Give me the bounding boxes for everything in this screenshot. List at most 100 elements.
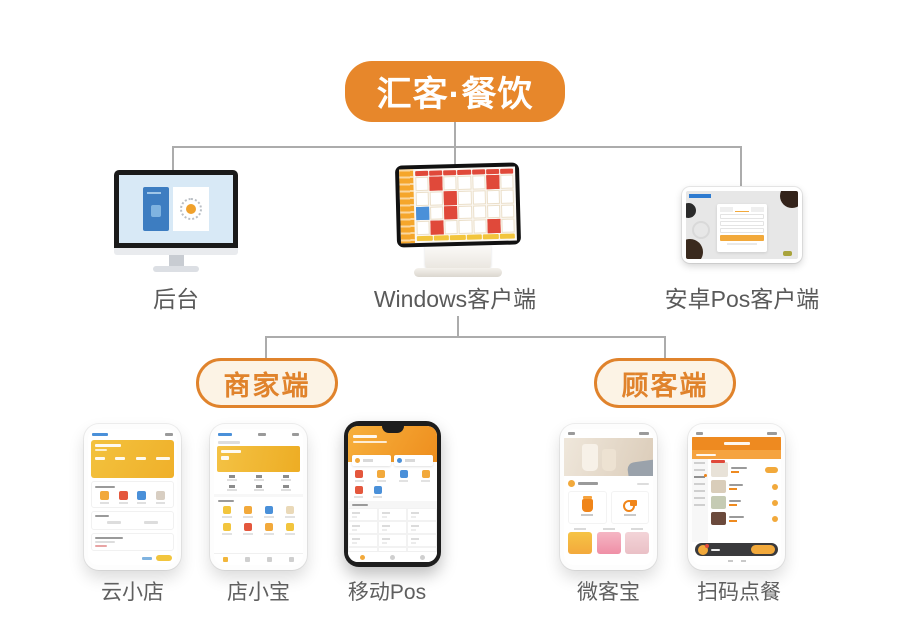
pos-top-chip [457, 169, 471, 175]
category-item [694, 504, 705, 506]
stat-cell [218, 475, 245, 481]
pager-row [692, 557, 781, 565]
function-icon-row-2 [348, 486, 437, 498]
feature-icon [259, 523, 280, 535]
action-icon [119, 491, 128, 504]
table-area-bar [348, 501, 437, 508]
mode-tab [352, 455, 391, 466]
product-photo [568, 532, 592, 554]
dish-meta [729, 483, 769, 490]
status-bar [88, 429, 177, 439]
product-item [568, 528, 592, 554]
revenue-banner [217, 446, 300, 472]
feature-grid [217, 506, 300, 535]
tablet-screen [686, 191, 798, 259]
pos-table-grid [415, 174, 515, 236]
pos-screen-content [399, 166, 517, 244]
pos-table-cell [487, 219, 501, 234]
pos-bottom-chip [433, 235, 449, 241]
time-text [696, 431, 703, 435]
dashboard-blue-card [143, 187, 169, 231]
category-item [694, 462, 705, 464]
android-pos-illustration [682, 187, 802, 263]
function-icon [377, 470, 386, 482]
cloud-store-label: 云小店 [101, 581, 164, 604]
pos-table-cell [472, 204, 487, 219]
pos-table-cell [429, 191, 444, 206]
backend-label: 后台 [153, 286, 199, 312]
dish-item [711, 480, 778, 493]
category-item [694, 469, 705, 471]
action-icon [100, 491, 109, 504]
service-cards [568, 491, 649, 524]
dish-item [711, 496, 778, 509]
status-icons [165, 432, 173, 436]
dashboard-white-card [173, 187, 209, 231]
action-icon-row [95, 491, 170, 504]
customer-group-pill: 顾客端 [594, 358, 736, 408]
dish-name [729, 499, 741, 502]
header-subtitle [353, 441, 387, 443]
pos-bottom-chip [482, 233, 499, 240]
weikebao-label: 微客宝 [577, 581, 640, 604]
section-title [95, 486, 115, 488]
card-stats-row [95, 457, 170, 460]
monitor-screen [119, 175, 233, 243]
cloth-photo [626, 458, 653, 476]
link-text [142, 556, 152, 560]
drink-cup-icon [581, 496, 593, 512]
nav-dot [419, 554, 425, 560]
login-tab [720, 206, 734, 212]
login-tab [735, 206, 749, 212]
cloud-store-phone-illustration [84, 424, 181, 570]
report-section [91, 511, 174, 530]
action-icon [156, 491, 165, 504]
category-item [694, 483, 705, 485]
feature-icon [217, 523, 238, 535]
order-section [91, 533, 174, 551]
pos-table-cell [430, 205, 444, 220]
function-icon [421, 470, 430, 482]
report-stat [144, 521, 159, 524]
banner-title [221, 450, 241, 453]
checkout-button [751, 545, 775, 554]
dish-photo [711, 512, 726, 525]
category-item [694, 497, 705, 499]
pos-table-cell [501, 218, 515, 233]
pos-table-cell [457, 175, 472, 190]
dish-photo [711, 460, 728, 477]
login-tabs [720, 206, 764, 212]
pos-table-cell [443, 190, 458, 205]
scan-order-label: 扫码点餐 [697, 581, 781, 604]
mode-tab [394, 455, 433, 466]
weikebao-phone-illustration [560, 424, 657, 570]
pager-left-icon [727, 560, 733, 562]
product-photo [625, 532, 649, 554]
cart-total [711, 548, 720, 551]
pos-top-chip [443, 170, 457, 176]
store-avatar [568, 480, 575, 487]
product-row [568, 528, 649, 554]
feature-icon [238, 506, 259, 518]
login-card [717, 203, 767, 252]
pos-table-cell [444, 205, 458, 220]
table-cell [377, 508, 408, 521]
table-cell [348, 534, 378, 547]
store-meta [637, 482, 649, 485]
pos-table-cell [444, 220, 459, 235]
pos-table-cell [500, 204, 515, 219]
tab-item [267, 557, 273, 562]
stat-cell [218, 485, 245, 491]
header-title [353, 435, 377, 438]
delivery-card [610, 491, 649, 524]
add-dish-button [772, 515, 778, 522]
feature-icon [279, 523, 300, 535]
dish-photo [711, 480, 726, 493]
tablet-frame [682, 187, 802, 263]
phone-notch [381, 426, 404, 433]
connector-line [172, 146, 174, 172]
weikebao-screen [564, 429, 653, 565]
connector-line [265, 336, 267, 358]
pos-top-chip [429, 170, 443, 176]
pos-table-cell [486, 189, 500, 204]
